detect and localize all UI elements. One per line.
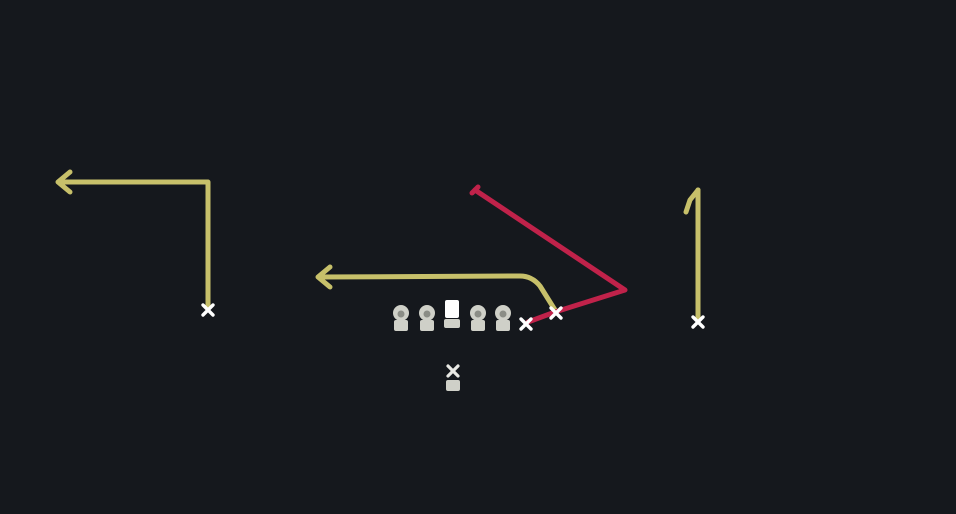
left-receiver-route <box>55 169 211 309</box>
tight-end-route <box>469 184 628 325</box>
lineman-icon <box>393 305 409 331</box>
lineman-icon <box>495 305 511 331</box>
x-marker-icon <box>549 306 563 320</box>
lineman-icon <box>470 305 486 331</box>
x-marker-icon <box>691 315 705 329</box>
quarterback-icon <box>446 364 460 391</box>
right-receiver-route <box>683 187 701 321</box>
slot-receiver-route <box>315 264 558 313</box>
offensive-line <box>393 300 511 331</box>
x-marker-icon <box>519 317 533 331</box>
center-icon <box>444 300 460 328</box>
x-marker-icon <box>201 303 215 317</box>
lineman-icon <box>419 305 435 331</box>
